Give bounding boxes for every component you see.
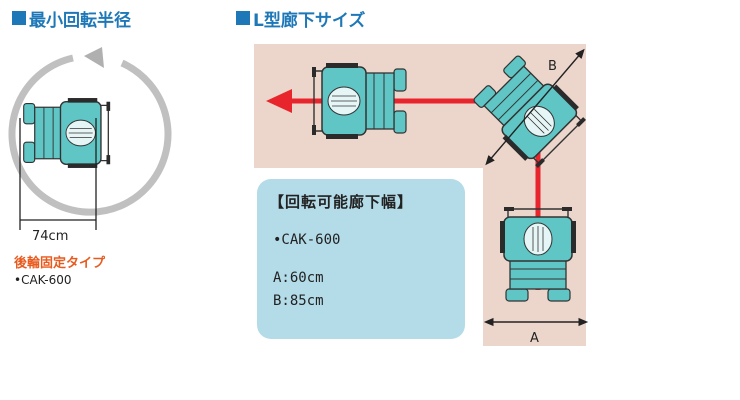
dimension-b-label: B — [548, 59, 557, 74]
info-box-width-a: A:60cm — [273, 270, 324, 286]
rotatable-corridor-width-box: 【回転可能廊下幅】 •CAK-600 A:60cm B:85cm — [257, 179, 465, 339]
wheelchair-icon — [311, 62, 407, 140]
min-turning-radius-heading-text: 最小回転半径 — [29, 10, 131, 31]
rotation-arrow-icon — [8, 47, 172, 216]
info-box-title: 【回転可能廊下幅】 — [269, 193, 414, 211]
wheelchair-icon — [22, 97, 111, 169]
dimension-b-line — [485, 48, 585, 166]
turning-width-label: 74cm — [32, 229, 68, 244]
info-box-width-b: B:85cm — [273, 293, 324, 309]
dimension-a-label: A — [530, 331, 539, 346]
square-bullet-icon — [12, 11, 26, 25]
rear-wheel-fixed-type-label: 後輪固定タイプ — [14, 256, 106, 271]
l-corridor-heading: L型廊下サイズ — [236, 6, 366, 31]
l-corridor-heading-text: L型廊下サイズ — [253, 10, 366, 31]
square-bullet-icon — [236, 11, 250, 25]
arrow-head-icon — [266, 89, 292, 113]
info-box-model: •CAK-600 — [273, 232, 341, 248]
model-number: •CAK-600 — [14, 273, 72, 287]
wheelchair-icon — [499, 206, 577, 302]
min-turning-radius-heading: 最小回転半径 — [12, 6, 131, 31]
